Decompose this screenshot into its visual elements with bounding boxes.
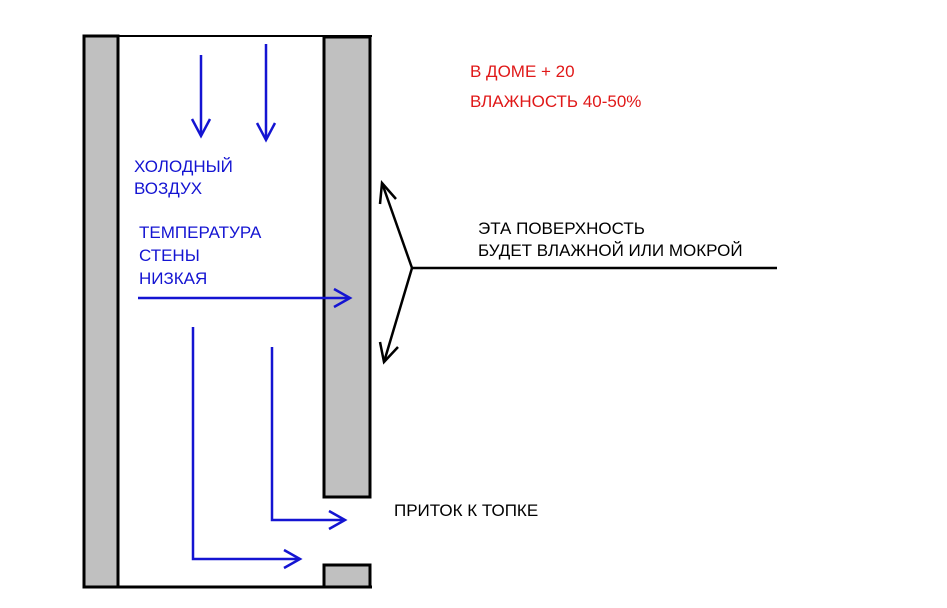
wall-temp-line-3: НИЗКАЯ xyxy=(139,269,208,288)
surface-pointer xyxy=(378,179,777,365)
wall-temp-line-1: ТЕМПЕРАТУРА xyxy=(139,223,262,242)
cold-air-arrow-1 xyxy=(190,55,212,139)
surface-note-line-1: ЭТА ПОВЕРХНОСТЬ xyxy=(478,219,645,238)
wall-temp-line-2: СТЕНЫ xyxy=(139,246,200,265)
inflow-arrow-lower xyxy=(191,327,303,570)
temperature-label: В ДОМЕ + 20 xyxy=(470,62,575,81)
humidity-label: ВЛАЖНОСТЬ 40-50% xyxy=(470,92,642,111)
cold-air-arrow-2 xyxy=(255,44,277,143)
surface-note-line-2: БУДЕТ ВЛАЖНОЙ ИЛИ МОКРОЙ xyxy=(478,241,743,260)
inner-wall-upper xyxy=(322,35,372,499)
inflow-arrow-upper xyxy=(270,347,348,531)
inflow-label: ПРИТОК К ТОПКЕ xyxy=(394,501,539,520)
cold-air-line-1: ХОЛОДНЫЙ xyxy=(134,157,233,176)
wall-temperature-label: ТЕМПЕРАТУРА СТЕНЫ НИЗКАЯ xyxy=(139,221,261,290)
house-conditions: В ДОМЕ + 20 ВЛАЖНОСТЬ 40-50% xyxy=(470,57,641,117)
cold-air-label: ХОЛОДНЫЙ ВОЗДУХ xyxy=(134,156,233,200)
inner-wall-lower xyxy=(322,563,372,589)
cold-air-line-2: ВОЗДУХ xyxy=(134,179,203,198)
surface-note: ЭТА ПОВЕРХНОСТЬ БУДЕТ ВЛАЖНОЙ ИЛИ МОКРОЙ xyxy=(478,218,743,262)
wall-arrow xyxy=(138,287,353,309)
left-wall xyxy=(82,34,120,589)
